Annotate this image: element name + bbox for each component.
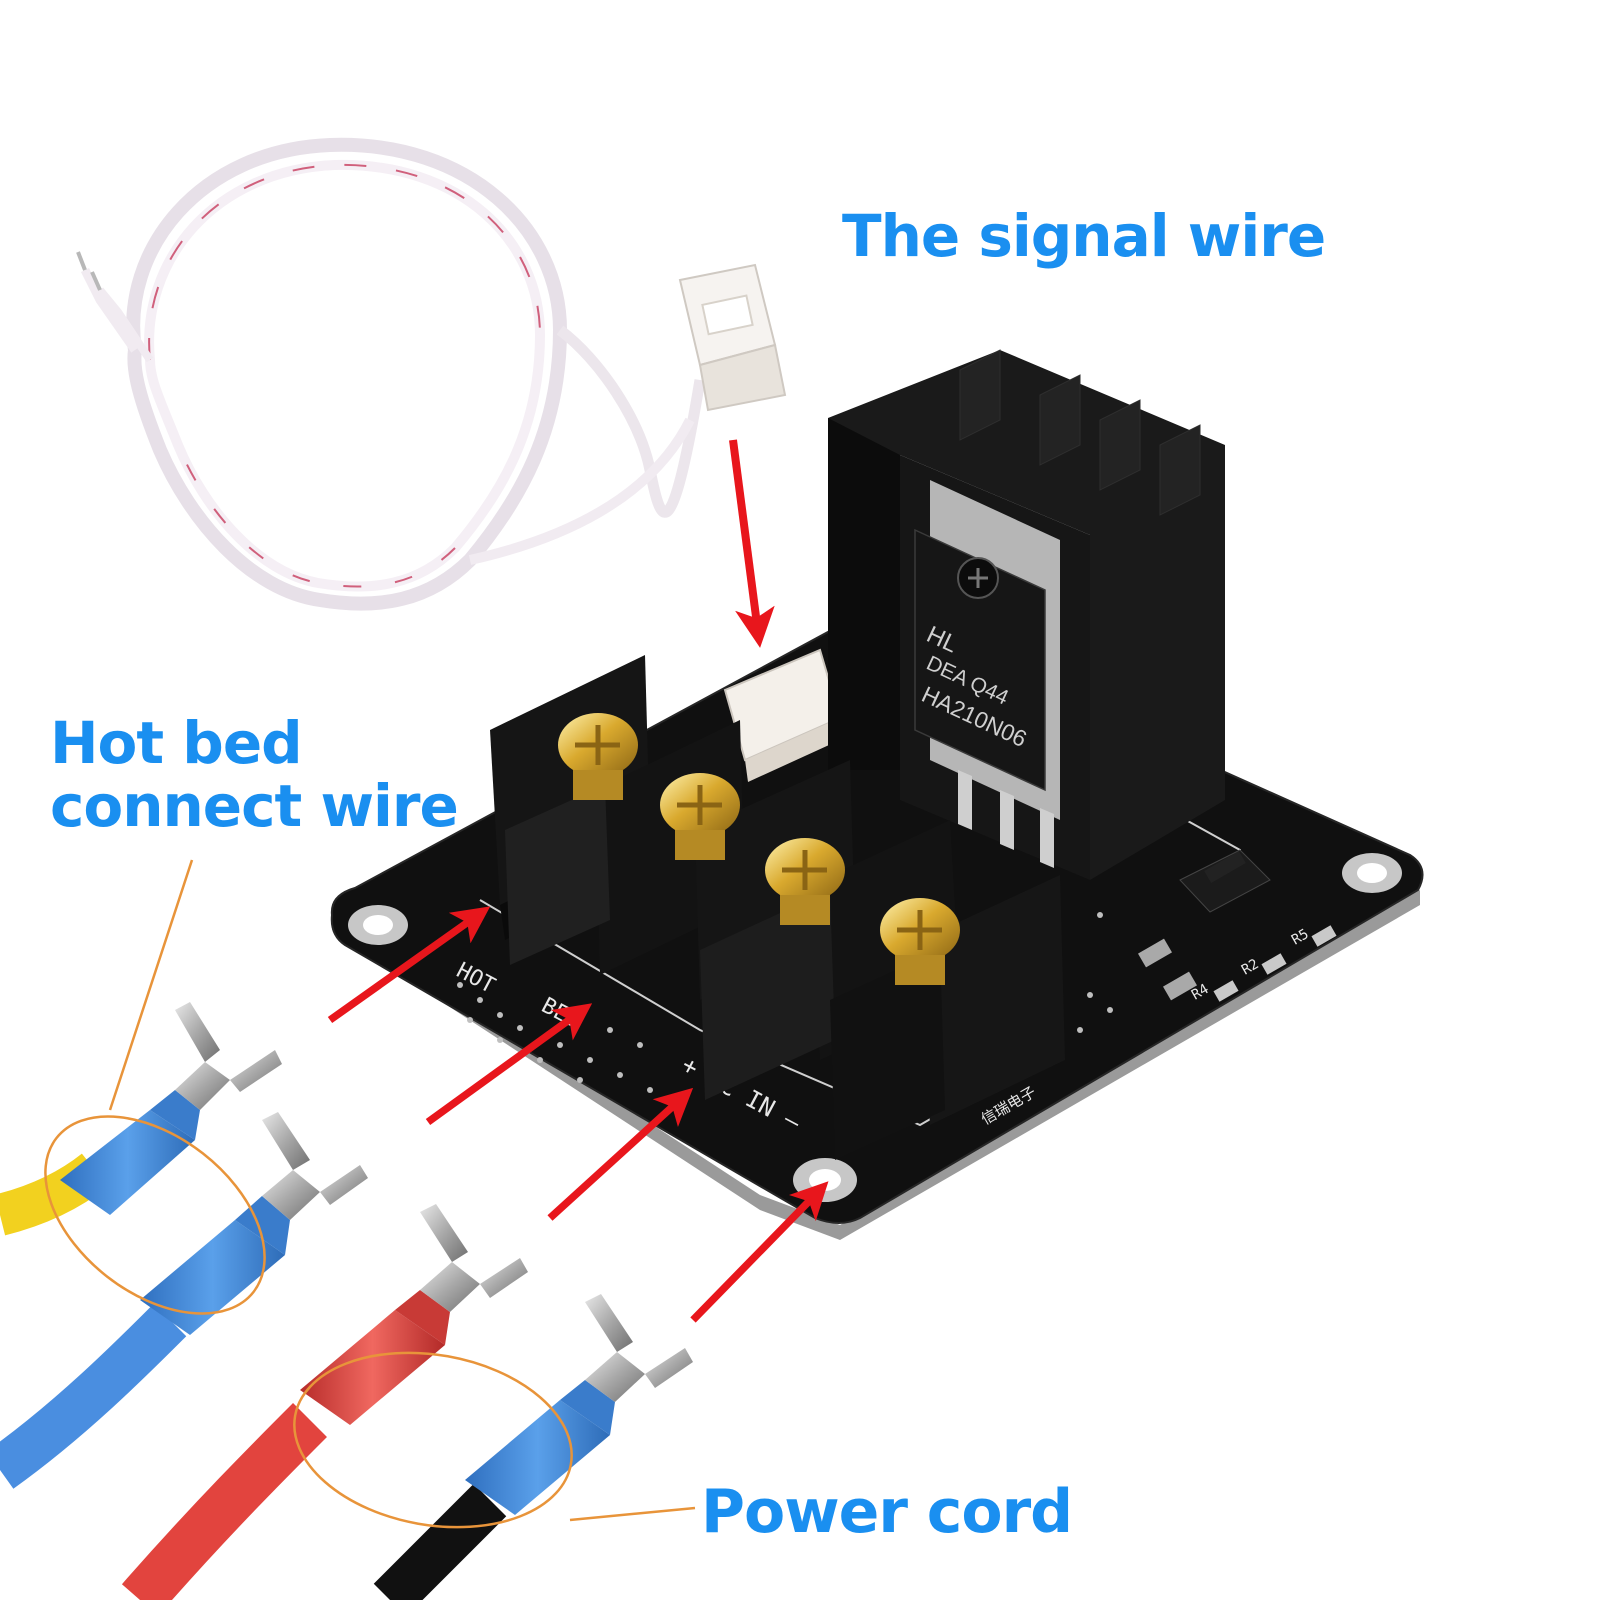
signal-wire-text: The signal wire [842, 202, 1326, 270]
power-wire-black [373, 1294, 693, 1600]
hot-bed-label-line1: Hot bed [50, 709, 303, 777]
mounting-hole [348, 905, 408, 945]
signal-arrow [729, 439, 775, 648]
hot-bed-label-line2: connect wire [50, 771, 459, 840]
hot-bed-wire-yellow [0, 1002, 282, 1236]
terminal-screw[interactable] [880, 898, 960, 985]
arrow-bed [425, 1003, 593, 1126]
power-cord-text: Power cord [701, 1477, 1073, 1547]
terminal-screw[interactable] [765, 838, 845, 925]
hot-bed-label: Hot bed connect wire [50, 709, 459, 840]
hot-bed-highlight [44, 859, 266, 1315]
mosfet-chip: HL DEA Q44 HA210N06 [914, 480, 1060, 868]
signal-wire-label: The signal wire [842, 202, 1326, 270]
signal-wire-cable [76, 137, 706, 611]
power-cord-label: Power cord [701, 1477, 1073, 1547]
arrow-dc-minus [690, 1181, 829, 1323]
silk-r2-label: R2 [1239, 956, 1262, 978]
terminal-screw[interactable] [558, 713, 638, 800]
connection-arrows [327, 906, 829, 1323]
hot-bed-wire-blue [0, 1112, 368, 1489]
arrow-hot [327, 906, 491, 1024]
silk-r5-label: R5 [1289, 926, 1312, 948]
power-wire-red [121, 1204, 528, 1600]
mounting-hole [793, 1158, 857, 1202]
terminal-screw[interactable] [660, 773, 740, 860]
smd-components [1138, 849, 1337, 1002]
arrow-dc-plus [547, 1087, 694, 1221]
mounting-hole [1342, 853, 1402, 893]
power-cord-highlight [293, 1351, 696, 1529]
signal-wire-plug [678, 263, 787, 412]
